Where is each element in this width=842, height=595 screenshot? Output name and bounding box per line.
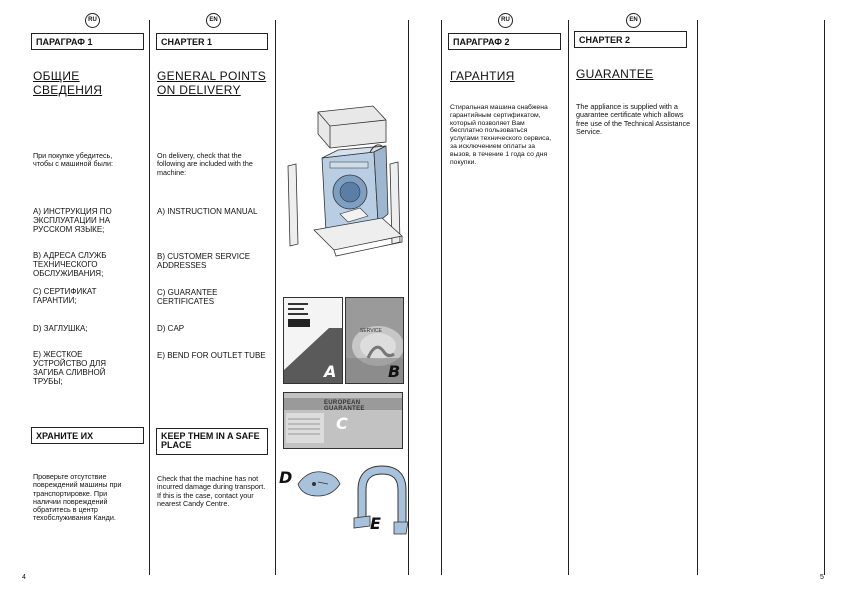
- intro-text: On delivery, check that the following ar…: [157, 151, 253, 177]
- section-heading: ГАРАНТИЯ: [450, 69, 515, 83]
- list-item: D) ЗАГЛУШКА;: [33, 324, 88, 333]
- guarantee-text-ru: Стиральная машина снабжена гарантийным с…: [450, 104, 552, 166]
- page-number: 5: [820, 574, 824, 581]
- column-divider: [408, 20, 409, 575]
- guarantee-certificate-illustration: EUROPEAN GUARANTEE C: [283, 392, 403, 449]
- guarantee-text: EUROPEAN GUARANTEE: [324, 400, 365, 412]
- cap-illustration: [297, 471, 341, 497]
- washing-machine-illustration: [287, 105, 403, 257]
- list-item: E) ЖЕСТКОЕ УСТРОЙСТВО ДЛЯ ЗАГИБА СЛИВНОЙ…: [33, 350, 106, 386]
- lang-badge-en: EN: [626, 13, 641, 28]
- instruction-manual-illustration: A: [283, 297, 343, 384]
- column-divider: [441, 20, 442, 575]
- keep-box: ХРАНИТЕ ИХ: [31, 427, 144, 444]
- figure-label-a: A: [324, 362, 337, 381]
- section-heading: GUARANTEE: [576, 67, 654, 81]
- lang-badge-ru: RU: [85, 13, 100, 28]
- check-text: Проверьте отсутствие повреждений машины …: [33, 472, 122, 523]
- intro-text: При покупке убедитесь, чтобы с машиной б…: [33, 151, 114, 169]
- column-divider: [824, 20, 825, 575]
- column-divider: [568, 20, 569, 575]
- column-divider: [149, 20, 150, 575]
- list-item: C) GUARANTEE CERTIFICATES: [157, 288, 218, 306]
- guarantee-text-en: The appliance is supplied with a guarant…: [576, 102, 691, 136]
- list-item: C) СЕРТИФИКАТ ГАРАНТИИ;: [33, 287, 97, 305]
- chapter-box: CHAPTER 1: [156, 33, 268, 50]
- lang-badge-ru: RU: [498, 13, 513, 28]
- column-divider: [275, 20, 276, 575]
- column-divider: [697, 20, 698, 575]
- chapter-box: CHAPTER 2: [574, 31, 687, 48]
- service-text: SERVICE: [360, 328, 382, 334]
- list-item: E) BEND FOR OUTLET TUBE: [157, 351, 266, 360]
- check-text: Check that the machine has not incurred …: [157, 474, 266, 508]
- chapter-box: ПАРАГРАФ 2: [448, 33, 561, 50]
- service-addresses-illustration: SERVICE B: [345, 297, 404, 384]
- figure-label-d: D: [279, 468, 293, 487]
- figure-label-e: E: [370, 514, 381, 533]
- list-item: D) CAP: [157, 324, 185, 333]
- outlet-tube-bend-illustration: [353, 465, 408, 535]
- list-item: A) INSTRUCTION MANUAL: [157, 207, 258, 216]
- section-heading: GENERAL POINTS ON DELIVERY: [157, 69, 267, 97]
- figure-label-c: C: [336, 414, 348, 433]
- keep-box: KEEP THEM IN A SAFE PLACE: [156, 428, 268, 455]
- list-item: B) CUSTOMER SERVICE ADDRESSES: [157, 252, 251, 270]
- list-item: B) АДРЕСА СЛУЖБ ТЕХНИЧЕСКОГО ОБСЛУЖИВАНИ…: [33, 251, 107, 278]
- lang-badge-en: EN: [206, 13, 221, 28]
- figure-label-b: B: [388, 362, 401, 381]
- section-heading: ОБЩИЕ СВЕДЕНИЯ: [33, 69, 103, 97]
- list-item: A) ИНСТРУКЦИЯ ПО ЭКСПЛУАТАЦИИ НА РУССКОМ…: [33, 207, 112, 234]
- chapter-box: ПАРАГРАФ 1: [31, 33, 144, 50]
- page-number: 4: [22, 574, 26, 581]
